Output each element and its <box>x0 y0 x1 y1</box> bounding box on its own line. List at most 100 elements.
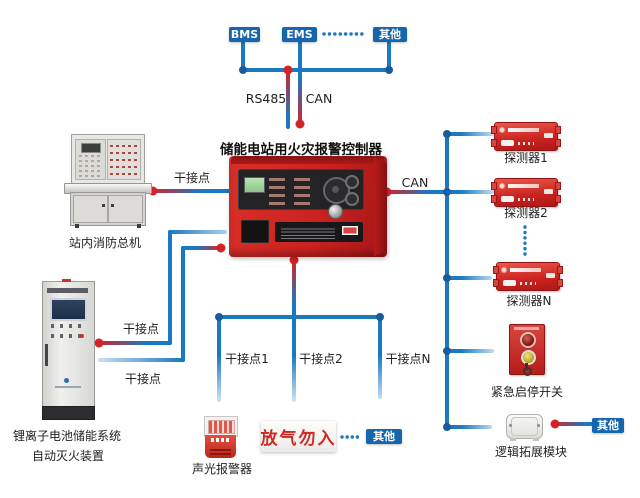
fire-text-bar <box>211 438 230 442</box>
console-upper-panel <box>71 134 145 185</box>
emergency-switch-device <box>509 324 545 376</box>
detector-terminals <box>520 282 536 285</box>
detector-chip <box>546 273 555 278</box>
detector-ear <box>491 126 497 134</box>
cabinet-logo <box>64 378 69 383</box>
detector-text-bar <box>508 128 539 132</box>
detector-ear <box>491 139 497 147</box>
node-other-top: 其他 <box>373 27 407 42</box>
detector-ear <box>555 139 561 147</box>
cabinet-label-line1: 锂离子电池储能系统 <box>12 429 122 443</box>
can-top-label: CAN <box>305 91 333 106</box>
console-foot <box>137 224 141 228</box>
cabinet-top-cap <box>62 279 71 282</box>
cabinet-title-strip <box>47 288 88 293</box>
console-door-left <box>73 195 108 223</box>
switch-start-button <box>521 350 536 365</box>
node-other-bottom-center: 其他 <box>366 429 402 444</box>
controller-speaker <box>241 220 269 243</box>
detector-text-bar <box>508 184 539 188</box>
gas-warning-text: 放气勿入 <box>260 429 337 449</box>
console-door-right <box>108 195 143 223</box>
detector-ear <box>493 279 499 287</box>
detector-chip <box>501 196 514 202</box>
controller-indicator-rows <box>269 174 317 205</box>
controller-round-button <box>345 192 359 206</box>
node-ems: EMS <box>282 27 317 42</box>
cabinet-display <box>50 298 87 321</box>
host-dry-contact-label: 干接点 <box>173 171 211 185</box>
detector-led <box>500 128 504 132</box>
sounder-grille <box>210 447 231 455</box>
module-cover <box>511 417 538 436</box>
cabinet-lower-line <box>98 246 223 362</box>
logic-module-device <box>506 414 543 441</box>
switch-stop-button <box>520 332 536 348</box>
detector-ear <box>493 266 499 274</box>
detector-chip <box>544 189 553 194</box>
controller-side-face <box>374 157 387 256</box>
detector-chip <box>501 140 514 146</box>
controller-lock <box>328 204 343 219</box>
controller-lcd <box>244 177 265 193</box>
detector-ear <box>557 266 563 274</box>
cabinet-logo-text <box>55 386 81 388</box>
console-screen-panel <box>75 139 106 180</box>
fire-host-device <box>64 134 152 229</box>
dry-contactN-label: 干接点N <box>385 352 431 366</box>
console-led-panel <box>107 139 141 180</box>
dry-contact1-label: 干接点1 <box>225 352 269 366</box>
junction-dots-blue <box>215 66 451 431</box>
strobe-lens <box>208 420 235 434</box>
module-screw <box>537 424 540 427</box>
detector-ear <box>555 182 561 190</box>
cabinet-upper-line <box>97 230 227 345</box>
console-hinge <box>111 204 114 207</box>
console-cabinet <box>70 192 146 228</box>
detector-ear <box>491 195 497 203</box>
rs485-label: RS485 <box>245 91 287 106</box>
detector-chip <box>503 280 516 286</box>
logic-module-label: 逻辑拓展模块 <box>494 445 568 459</box>
cabinet-base <box>42 406 95 420</box>
detector-ear <box>555 195 561 203</box>
detectorN-device <box>493 262 563 291</box>
cabinet-label-line2: 自动灭火装置 <box>31 449 105 463</box>
detector2-device <box>491 178 561 207</box>
console-leds <box>110 143 137 175</box>
switch-key-ring <box>523 367 532 376</box>
detector1-label: 探测器1 <box>504 151 548 165</box>
detector-led <box>500 184 504 188</box>
module-foot <box>510 438 516 441</box>
module-screw <box>509 424 512 427</box>
gas-warning-sign: 放气勿入 <box>261 421 336 452</box>
dry-contact2-label: 干接点2 <box>299 352 343 366</box>
detector-led <box>502 268 506 272</box>
cabinet-red-button <box>80 334 84 338</box>
console-hinge <box>102 204 105 207</box>
controller-round-button <box>345 175 359 189</box>
detector-terminals <box>518 142 534 145</box>
sounder-strobe <box>204 416 238 437</box>
sounder-body <box>205 435 236 458</box>
switch-text-bar <box>514 327 539 330</box>
fire-host-label: 站内消防总机 <box>68 236 142 250</box>
suppression-cabinet-device <box>42 279 95 420</box>
console-display <box>81 143 101 153</box>
node-other-bottom-right: 其他 <box>592 418 624 433</box>
detector-ear <box>555 126 561 134</box>
cabinet-button-row <box>51 324 85 328</box>
cabinet-handle <box>45 344 48 366</box>
can-right-label: CAN <box>401 175 429 190</box>
detector-terminals <box>518 198 534 201</box>
detector1-device <box>491 122 561 151</box>
controller-control-panel <box>238 169 364 210</box>
top-bus-lines <box>241 39 391 72</box>
detectorN-label: 探测器N <box>506 294 552 308</box>
cabinet-dry-contact-lower-label: 干接点 <box>124 372 162 386</box>
plate-logo <box>342 226 358 235</box>
sounder-label: 声光报警器 <box>191 462 253 476</box>
fire-alarm-controller-device <box>229 156 387 257</box>
